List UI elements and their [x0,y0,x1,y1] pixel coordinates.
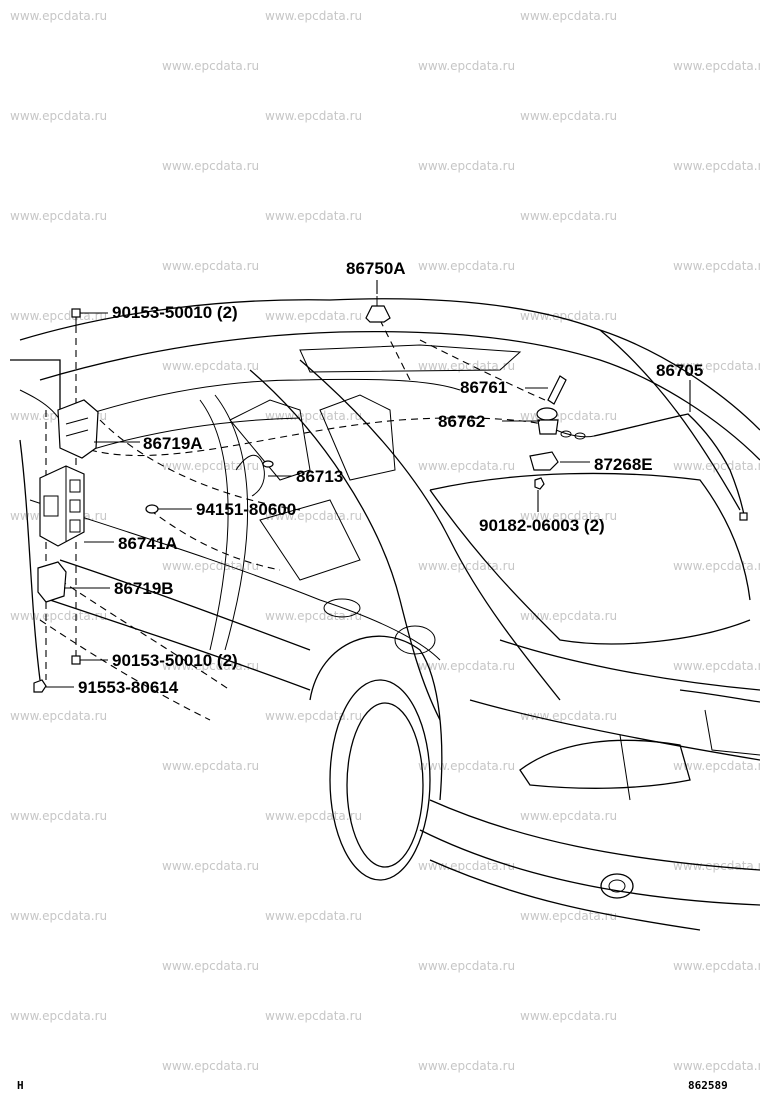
part-labels: 86750A 90153-50010 (2) 86761 86705 86762… [78,259,703,697]
antenna-rod-86761 [547,375,567,405]
watermark-text: www.epcdata.ru [673,159,760,173]
part-label-91553: 91553-80614 [78,678,179,697]
watermark-text: www.epcdata.ru [520,9,617,23]
part-label-86762: 86762 [438,412,485,431]
cable-86713 [235,454,274,497]
watermark-text: www.epcdata.ru [162,459,259,473]
part-label-86705: 86705 [656,361,703,380]
watermark-text: www.epcdata.ru [10,309,107,323]
watermark-text: www.epcdata.ru [265,809,362,823]
antenna-base-86762 [536,407,595,440]
watermark-text: www.epcdata.ru [418,659,515,673]
footer-left-code: H [17,1079,24,1092]
watermark-text: www.epcdata.ru [673,559,760,573]
watermark-text: www.epcdata.ru [10,609,107,623]
watermark-text: www.epcdata.ru [265,409,362,423]
nut-90182 [534,477,545,490]
part-label-86713: 86713 [296,467,343,486]
watermark-text: www.epcdata.ru [418,759,515,773]
watermark-text: www.epcdata.ru [162,859,259,873]
watermark-text: www.epcdata.ru [265,909,362,923]
watermark-text: www.epcdata.ru [673,459,760,473]
watermark-text: www.epcdata.ru [520,509,617,523]
watermark-text: www.epcdata.ru [418,459,515,473]
watermark-text: www.epcdata.ru [673,259,760,273]
watermark-text: www.epcdata.ru [265,509,362,523]
car-body-drawing [10,298,760,931]
clip-94151 [145,504,159,514]
watermark-text: www.epcdata.ru [520,209,617,223]
watermark-text: www.epcdata.ru [265,209,362,223]
dashed-guide-lines [39,314,546,721]
watermark-text: www.epcdata.ru [673,59,760,73]
watermark-text: www.epcdata.ru [673,959,760,973]
watermark-text: www.epcdata.ru [162,959,259,973]
watermark-text: www.epcdata.ru [162,359,259,373]
watermark-text: www.epcdata.ru [418,859,515,873]
watermark-text: www.epcdata.ru [520,109,617,123]
watermark-text: www.epcdata.ru [162,59,259,73]
watermark-text: www.epcdata.ru [418,959,515,973]
part-label-86761: 86761 [460,378,507,397]
nut-91553 [33,679,47,693]
watermark-text: www.epcdata.ru [265,9,362,23]
watermark-text: www.epcdata.ru [673,659,760,673]
watermark-text: www.epcdata.ru [265,1009,362,1023]
part-label-87268E: 87268E [594,455,653,474]
watermark-text: www.epcdata.ru [673,759,760,773]
roof-antenna-86750A [365,296,391,323]
footer-right-code: 862589 [688,1079,728,1092]
watermark-text: www.epcdata.ru [673,1059,760,1073]
watermark-text: www.epcdata.ru [418,59,515,73]
watermark-text: www.epcdata.ru [10,1009,107,1023]
part-label-90153-top: 90153-50010 (2) [112,303,238,322]
watermark-text: www.epcdata.ru [418,359,515,373]
part-label-86719B: 86719B [114,579,174,598]
watermark-text: www.epcdata.ru [520,609,617,623]
amplifier-86741A [39,465,85,547]
part-label-86750A: 86750A [346,259,406,278]
watermark-text: www.epcdata.ru [520,309,617,323]
watermark-text: www.epcdata.ru [10,709,107,723]
components [33,296,748,693]
watermark-text: www.epcdata.ru [418,259,515,273]
watermark-text: www.epcdata.ru [162,559,259,573]
watermark-text: www.epcdata.ru [10,9,107,23]
watermark-text: www.epcdata.ru [520,909,617,923]
watermark-layer: www.epcdata.ru www.epcdata.ru www.epcdata.… [10,9,760,1073]
watermark-text: www.epcdata.ru [265,609,362,623]
watermark-text: www.epcdata.ru [265,709,362,723]
bolt-90153-bottom [71,655,81,665]
part-label-94151: 94151-80600 [196,500,296,519]
bracket-86719B [37,561,67,603]
watermark-text: www.epcdata.ru [162,759,259,773]
bracket-86719A [57,399,99,459]
watermark-text: www.epcdata.ru [10,909,107,923]
watermark-text: www.epcdata.ru [162,1059,259,1073]
watermark-text: www.epcdata.ru [10,809,107,823]
watermark-text: www.epcdata.ru [265,309,362,323]
watermark-text: www.epcdata.ru [10,209,107,223]
watermark-text: www.epcdata.ru [265,109,362,123]
watermark-text: www.epcdata.ru [418,1059,515,1073]
watermark-text: www.epcdata.ru [162,159,259,173]
watermark-text: www.epcdata.ru [673,359,760,373]
part-label-86719A: 86719A [143,434,203,453]
antenna-cable-86705 [593,413,748,521]
watermark-text: www.epcdata.ru [162,259,259,273]
watermark-text: www.epcdata.ru [520,1009,617,1023]
part-label-86741A: 86741A [118,534,178,553]
watermark-text: www.epcdata.ru [520,709,617,723]
watermark-text: www.epcdata.ru [418,559,515,573]
watermark-text: www.epcdata.ru [10,109,107,123]
watermark-text: www.epcdata.ru [520,809,617,823]
watermark-text: www.epcdata.ru [418,159,515,173]
bracket-87268E [529,451,559,471]
part-label-90153-bottom: 90153-50010 (2) [112,651,238,670]
leader-lines [46,280,691,688]
part-label-90182: 90182-06003 (2) [479,516,605,535]
